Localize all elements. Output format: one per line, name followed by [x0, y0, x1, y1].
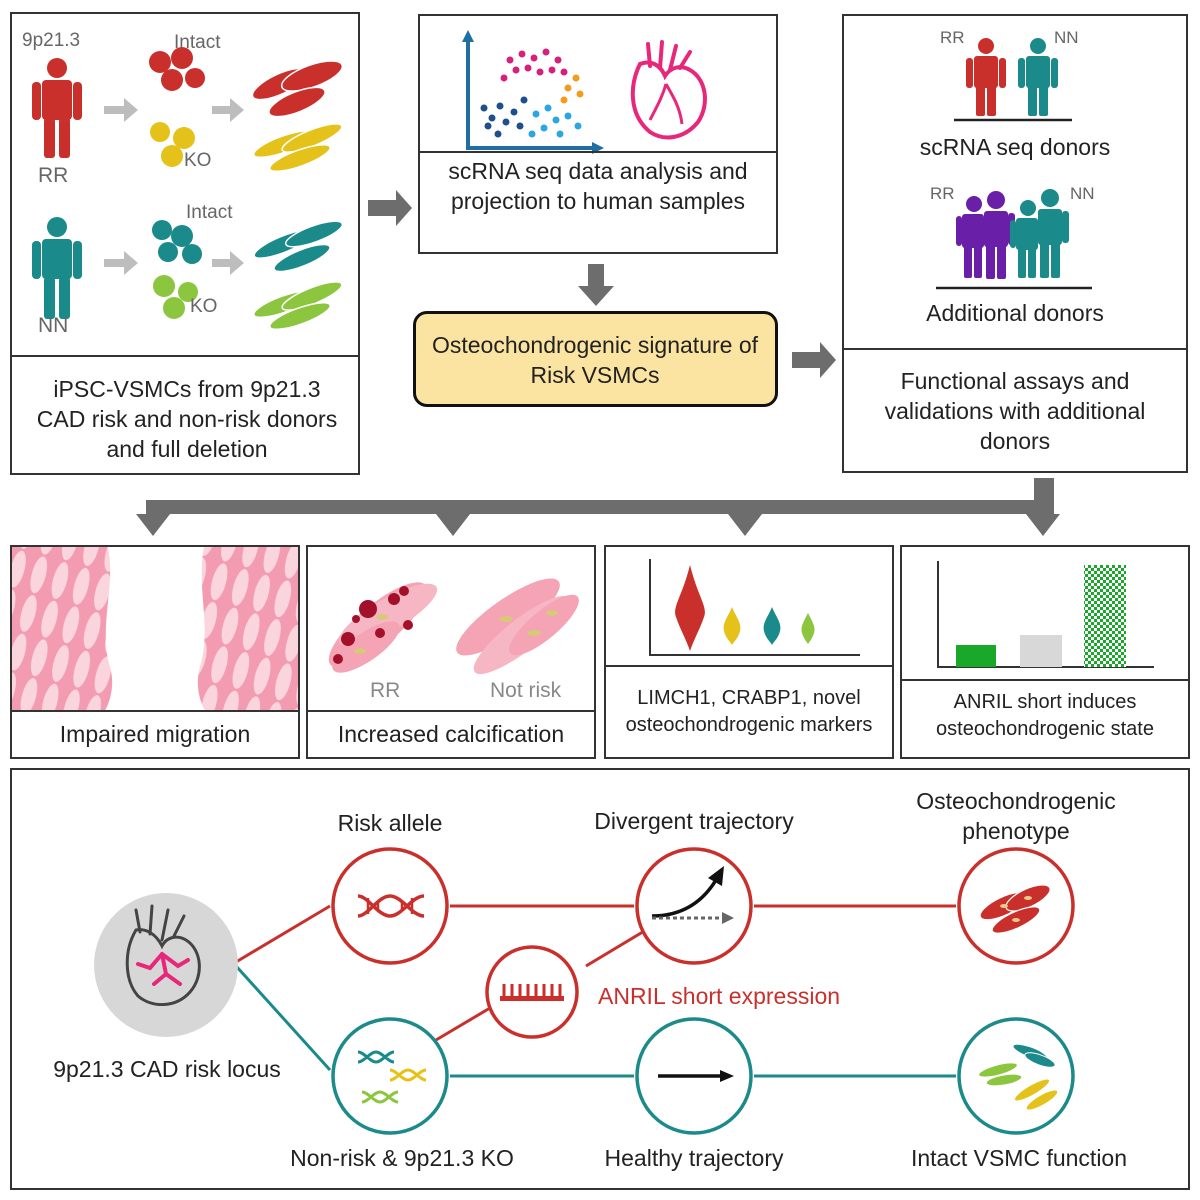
donors-panel: RR NN scRNA seq donors RR NN Additional …	[842, 14, 1188, 473]
nn-intact-vsmc	[253, 220, 344, 273]
divergent-trajectory-icon	[635, 847, 753, 965]
rr-calcified-cells	[328, 582, 438, 673]
additional-donors-label: Additional donors	[926, 300, 1104, 326]
nn-additional-donors-icon	[1010, 189, 1069, 278]
ko-label-nn: KO	[190, 296, 218, 317]
not-risk-cells	[456, 578, 579, 675]
arrow-signature-to-donors	[792, 342, 836, 378]
arrow-ipsc-to-scrna	[368, 190, 412, 226]
anril-bar-chart	[937, 561, 1154, 668]
nn-additional-label: NN	[1070, 184, 1095, 203]
not-risk-calc-label: Not risk	[490, 679, 562, 702]
migration-panel: Impaired migration	[10, 545, 300, 759]
intact-label-rr: Intact	[174, 32, 221, 53]
locus-heart-icon	[94, 893, 238, 1037]
risk-allele-dna-icon	[331, 847, 449, 965]
rr-intact-cells	[149, 47, 205, 91]
rr-additional-label: RR	[930, 184, 955, 203]
nn-donor-icon	[32, 217, 82, 319]
ipsc-panel: 9p21.3 RR NN Intact KO Intact KO iPSC-VS…	[10, 12, 360, 475]
intact-label-nn: Intact	[186, 202, 233, 223]
distribution-arrows	[136, 478, 1060, 536]
signature-box: Osteochondrogenic signature of Risk VSMC…	[413, 311, 778, 407]
anril-transcript-icon	[485, 945, 579, 1039]
scrna-panel: scRNA seq data analysis and projection t…	[418, 14, 778, 254]
nn-label: NN	[38, 314, 69, 337]
migration-assay-illustration	[12, 547, 298, 712]
osteo-phenotype-label: Osteochondrogenic phenotype	[916, 788, 1116, 844]
intact-function-icon	[957, 1017, 1075, 1135]
scrna-donors-label: scRNA seq donors	[919, 134, 1111, 160]
ipsc-caption: iPSC-VSMCs from 9p21.3 CAD risk and non-…	[36, 376, 338, 462]
scatter-plot-icon	[462, 30, 604, 154]
calcification-panel: RR Not risk Increased calcification	[306, 545, 596, 759]
arrow-scrna-to-signature	[578, 264, 614, 306]
bar-1	[956, 645, 996, 667]
mechanism-diagram	[94, 847, 1075, 1135]
rr-scrna-label: RR	[940, 28, 965, 47]
nonrisk-dna-icon	[331, 1017, 449, 1135]
rr-intact-vsmc	[251, 60, 344, 118]
violin-plot-icon	[649, 559, 860, 656]
calcification-caption: Increased calcification	[337, 721, 565, 747]
nn-intact-cells	[152, 220, 202, 264]
signature-label: Osteochondrogenic signature of Risk VSMC…	[431, 332, 759, 388]
rr-ko-cells	[150, 122, 195, 167]
anril-caption: ANRIL short induces osteochondrogenic st…	[936, 691, 1154, 740]
bar-3	[1084, 565, 1126, 667]
calcification-illustration	[328, 578, 579, 675]
anril-label: ANRIL short expression	[598, 983, 841, 1009]
rr-label: RR	[38, 164, 69, 187]
nn-scrna-donor-icon	[1018, 38, 1058, 116]
bar-2	[1020, 635, 1062, 667]
donor-icons	[936, 38, 1092, 290]
markers-caption: LIMCH1, CRABP1, novel osteochondrogenic …	[625, 687, 873, 736]
nn-ko-cells	[153, 275, 198, 319]
rr-calc-label: RR	[370, 679, 401, 702]
rr-scrna-donor-icon	[966, 38, 1006, 116]
scrna-caption: scRNA seq data analysis and projection t…	[448, 158, 748, 214]
healthy-label: Healthy trajectory	[604, 1145, 784, 1171]
rr-additional-donors-icon	[956, 191, 1015, 279]
rr-donor-icon	[32, 58, 82, 158]
donors-caption: Functional assays and validations with a…	[884, 368, 1146, 454]
nonrisk-label: Non-risk & 9p21.3 KO	[290, 1145, 514, 1171]
osteo-phenotype-icon	[957, 847, 1075, 965]
healthy-trajectory-icon	[635, 1017, 753, 1135]
migration-caption: Impaired migration	[59, 721, 251, 747]
risk-allele-label: Risk allele	[337, 810, 443, 836]
anril-panel: ANRIL short induces osteochondrogenic st…	[900, 545, 1190, 759]
heart-icon	[630, 40, 707, 140]
nn-ko-vsmc	[253, 281, 343, 331]
mechanism-panel: 9p21.3 CAD risk locus Risk allele Diverg…	[10, 768, 1190, 1190]
rr-ko-vsmc	[253, 123, 343, 173]
divergent-label: Divergent trajectory	[594, 808, 794, 834]
ko-label-rr: KO	[184, 150, 212, 171]
locus-caption: 9p21.3 CAD risk locus	[53, 1056, 281, 1082]
locus-label: 9p21.3	[22, 30, 81, 51]
nn-scrna-label: NN	[1054, 28, 1079, 47]
ipsc-illustration	[32, 47, 344, 331]
intact-function-label: Intact VSMC function	[910, 1145, 1128, 1171]
markers-panel: LIMCH1, CRABP1, novel osteochondrogenic …	[604, 545, 894, 759]
